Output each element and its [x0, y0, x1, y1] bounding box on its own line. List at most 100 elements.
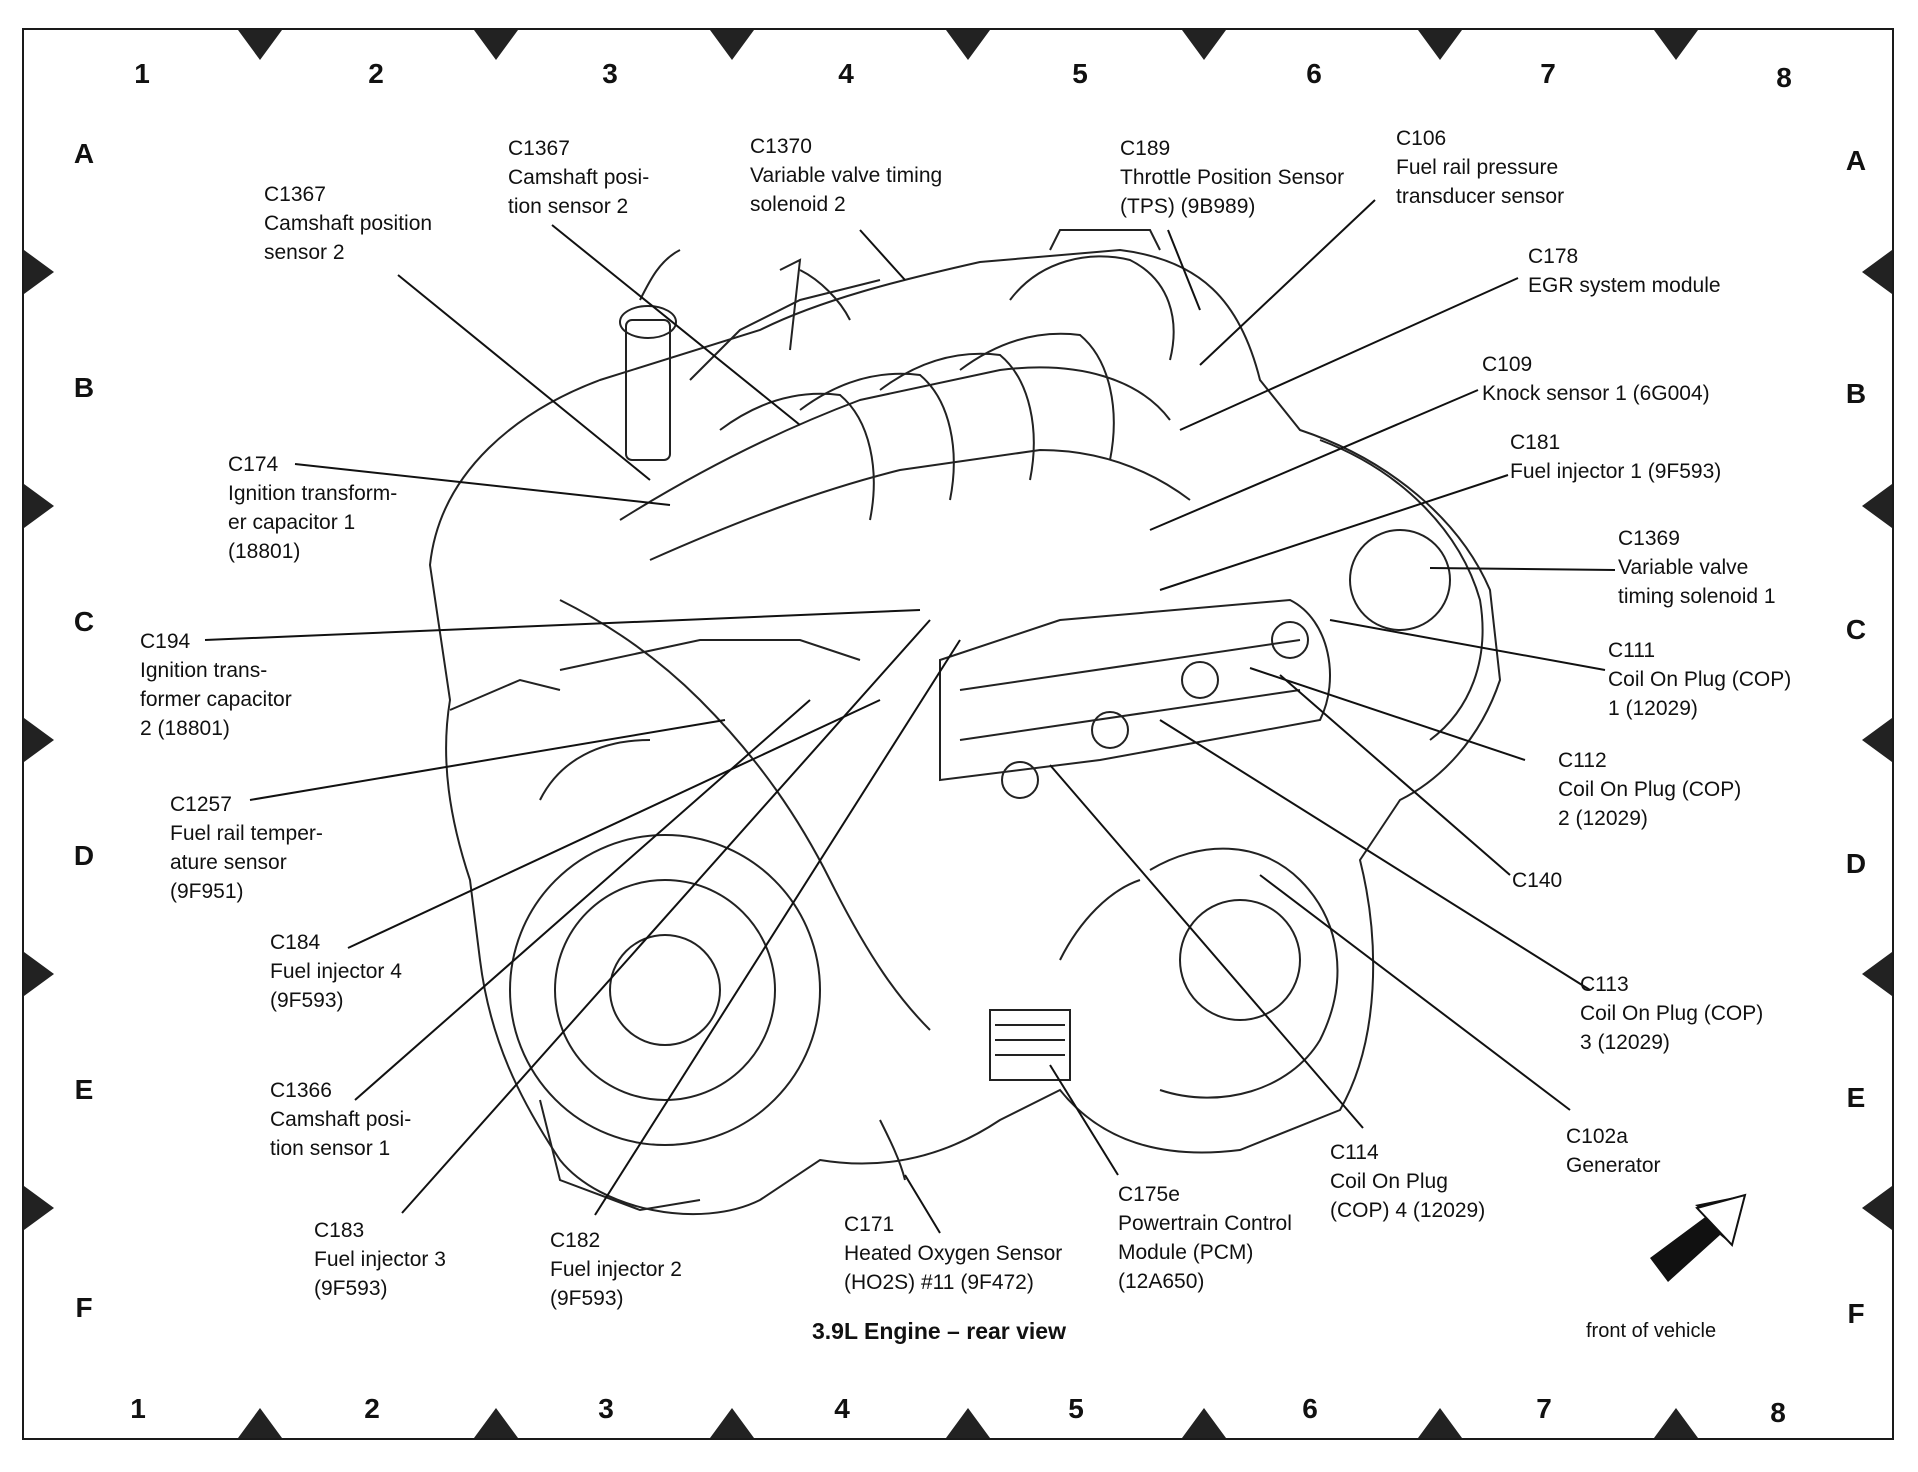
- grid-row-c-left: C: [73, 606, 95, 637]
- callout-desc: Knock sensor 1 (6G004): [1482, 382, 1710, 405]
- callout-desc: Fuel injector 1 (9F593): [1510, 460, 1722, 483]
- callout-code: C106: [1396, 127, 1447, 150]
- callout-desc: Fuel injector 4 (9F593): [270, 960, 402, 1012]
- callout-code: C175e: [1118, 1183, 1180, 1206]
- grid-col-8-top: 8: [1776, 62, 1792, 93]
- grid-col-6-top: 6: [1306, 58, 1322, 89]
- callout-code: C1367: [508, 137, 570, 160]
- callout-desc: Ignition transform- er capacitor 1 (1880…: [228, 482, 398, 563]
- grid-row-f-left: F: [75, 1292, 93, 1323]
- callout-desc: Generator: [1566, 1154, 1661, 1177]
- grid-row-a-right: A: [1845, 145, 1867, 176]
- callout-desc: Coil On Plug (COP) 4 (12029): [1330, 1170, 1486, 1222]
- callout-desc: Coil On Plug (COP) 3 (12029): [1580, 1002, 1764, 1054]
- callout-code: C189: [1120, 137, 1171, 160]
- grid-col-7-bottom: 7: [1536, 1393, 1552, 1424]
- grid-col-5-top: 5: [1072, 58, 1088, 89]
- callout-code: C114: [1330, 1141, 1379, 1164]
- callout-code: C113: [1580, 973, 1629, 996]
- grid-col-4-bottom: 4: [834, 1393, 850, 1424]
- grid-col-2-top: 2: [368, 58, 384, 89]
- grid-col-2-bottom: 2: [364, 1393, 380, 1424]
- grid-col-5-bottom: 5: [1068, 1393, 1084, 1424]
- callout-code: C178: [1528, 245, 1579, 268]
- grid-row-d-right: D: [1845, 848, 1867, 879]
- grid-col-8-bottom: 8: [1770, 1397, 1786, 1428]
- grid-col-1-top: 1: [134, 58, 150, 89]
- callout-desc: Powertrain Control Module (PCM) (12A650): [1118, 1212, 1292, 1293]
- callout-desc: Camshaft posi- tion sensor 2: [508, 166, 650, 218]
- grid-row-d-left: D: [73, 840, 95, 871]
- callout-desc: EGR system module: [1528, 274, 1721, 297]
- callout-c140: C140: [1512, 866, 1562, 895]
- callout-code: C174: [228, 453, 279, 476]
- callout-code: C181: [1510, 431, 1561, 454]
- grid-row-a-left: A: [73, 138, 95, 169]
- callout-code: C184: [270, 931, 321, 954]
- callout-code: C140: [1512, 869, 1563, 892]
- grid-col-1-bottom: 1: [130, 1393, 146, 1424]
- grid-col-3-bottom: 3: [598, 1393, 614, 1424]
- grid-row-e-right: E: [1846, 1082, 1866, 1113]
- callout-code: C112: [1558, 749, 1607, 772]
- grid-col-7-top: 7: [1540, 58, 1556, 89]
- callout-desc: Fuel injector 3 (9F593): [314, 1248, 446, 1300]
- front-of-vehicle-label: front of vehicle: [1586, 1320, 1717, 1342]
- callout-code: C1366: [270, 1079, 332, 1102]
- grid-col-3-top: 3: [602, 58, 618, 89]
- callout-desc: Heated Oxygen Sensor (HO2S) #11 (9F472): [844, 1242, 1063, 1294]
- callout-code: C194: [140, 630, 191, 653]
- callout-desc: Camshaft posi- tion sensor 1: [270, 1108, 412, 1160]
- grid-row-c-right: C: [1845, 614, 1867, 645]
- callout-desc: Fuel rail pressure transducer sensor: [1396, 156, 1565, 208]
- callout-desc: Ignition trans- former capacitor 2 (1880…: [140, 659, 292, 740]
- callout-desc: Variable valve timing solenoid 1: [1618, 556, 1776, 608]
- grid-row-f-right: F: [1847, 1298, 1865, 1329]
- callout-code: C109: [1482, 353, 1533, 376]
- front-arrow-icon: [1650, 1193, 1747, 1282]
- callout-code: C183: [314, 1219, 365, 1242]
- callout-desc: Fuel injector 2 (9F593): [550, 1258, 682, 1310]
- callout-code: C1370: [750, 135, 812, 158]
- callout-desc: Camshaft position sensor 2: [264, 212, 433, 264]
- border-tick-marks: [24, 30, 1892, 1438]
- grid-col-6-bottom: 6: [1302, 1393, 1318, 1424]
- callout-desc: Coil On Plug (COP) 1 (12029): [1608, 668, 1792, 720]
- callout-code: C182: [550, 1229, 601, 1252]
- diagram-title: 3.9L Engine – rear view: [812, 1318, 1066, 1344]
- callout-desc: Throttle Position Sensor (TPS) (9B989): [1120, 166, 1345, 218]
- callout-code: C1367: [264, 183, 326, 206]
- callout-code: C1257: [170, 793, 232, 816]
- grid-row-b-left: B: [73, 372, 95, 403]
- callout-desc: Fuel rail temper- ature sensor (9F951): [170, 822, 323, 903]
- leader-lines: [204, 199, 1616, 1234]
- callout-code: C171: [844, 1213, 895, 1236]
- engine-outline: [428, 229, 1502, 1216]
- callout-desc: Variable valve timing solenoid 2: [750, 164, 943, 216]
- callout-desc: Coil On Plug (COP) 2 (12029): [1558, 778, 1742, 830]
- callout-code: C111: [1608, 639, 1656, 662]
- grid-row-b-right: B: [1845, 378, 1867, 409]
